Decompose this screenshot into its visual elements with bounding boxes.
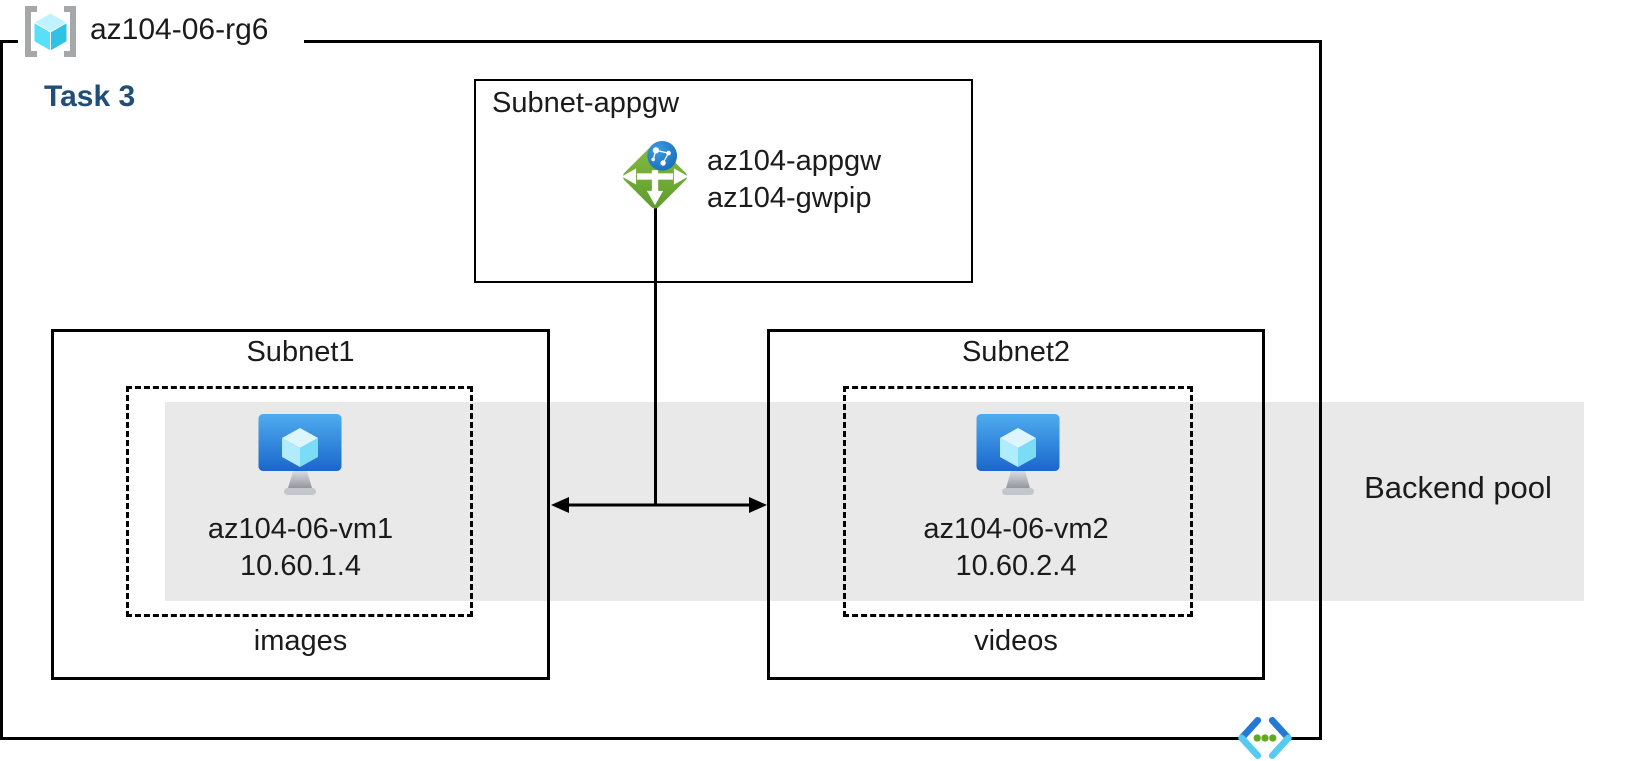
vm2-icon <box>976 414 1060 495</box>
vm1-name-label: az104-06-vm1 <box>207 513 394 545</box>
application-gateway-icon <box>621 140 689 209</box>
videos-label: videos <box>974 625 1058 657</box>
subnet2-box <box>767 329 1265 680</box>
vm1-ip-label: 10.60.1.4 <box>240 550 361 582</box>
virtual-network-icon <box>1238 717 1292 759</box>
subnet1-title: Subnet1 <box>246 336 355 368</box>
appgw-connector-line <box>654 205 657 506</box>
vm2-ip-label: 10.60.2.4 <box>955 550 1077 582</box>
subnet2-title: Subnet2 <box>961 336 1071 368</box>
appgw-pip-label: az104-gwpip <box>707 182 872 214</box>
bidirectional-arrow <box>551 497 767 513</box>
resource-group-box <box>0 40 1322 740</box>
resource-group-label: az104-06-rg6 <box>90 13 269 46</box>
subnet1-box <box>51 329 550 680</box>
backend-pool-band <box>165 402 1584 601</box>
vm2-name-label: az104-06-vm2 <box>923 513 1109 545</box>
backend-pool-label: Backend pool <box>1364 470 1552 505</box>
vm1-icon <box>258 414 342 495</box>
task-label: Task 3 <box>44 80 136 113</box>
appgw-subnet-title: Subnet-appgw <box>492 87 680 119</box>
appgw-name-label: az104-appgw <box>707 145 882 177</box>
backend-pool-member2-boundary <box>843 386 1193 617</box>
images-label: images <box>253 625 348 657</box>
resource-group-icon <box>25 6 76 57</box>
backend-pool-member1-boundary <box>126 386 473 617</box>
resource-group-header-plate <box>18 30 304 52</box>
appgw-subnet-box <box>474 79 973 283</box>
